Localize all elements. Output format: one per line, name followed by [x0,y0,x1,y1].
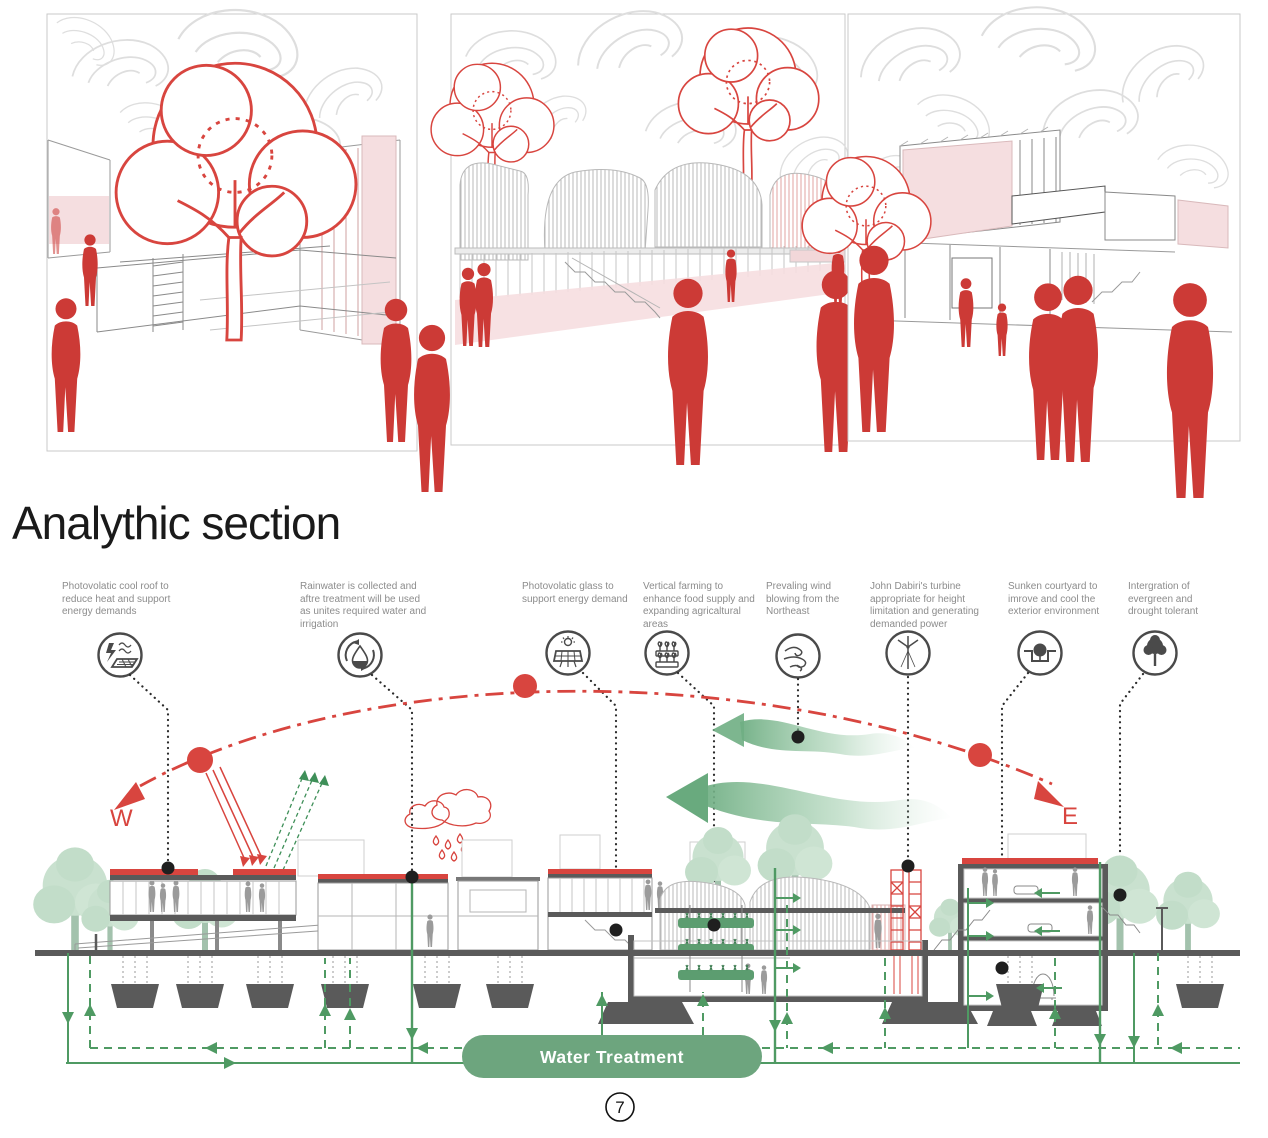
analytic-section-diagram: W E [33,630,1240,1122]
annotation-turbine: John Dabiri's turbine appropriate for he… [870,581,979,630]
pavilion-building [317,874,449,951]
annotation-rainwater: Rainwater is collected and aftre treatme… [300,581,427,630]
annotation-vertical-farming: Vertical farming to enhance food supply … [643,581,755,630]
wind-turbine-icon [885,630,931,676]
solar-roof-icon [97,632,143,678]
annotation-cool-roof: Photovolatic cool roof to reduce heat an… [62,581,171,617]
annotation-wind: Prevaling wind blowing from the Northeas… [766,581,840,617]
solar-panel-icon [545,630,591,676]
pipe-arrows [62,888,1182,1069]
water-treatment-pill: Water Treatment [462,1035,762,1078]
foreground-walker [414,324,450,492]
annotation-evergreen: Intergration of evergreen and drought to… [1128,581,1199,617]
sunken-courtyard-icon [1017,630,1063,676]
sun-marker-east [968,743,992,767]
rendering-strip [46,0,1241,498]
page-number: 7 [615,1098,624,1117]
feature-icons [97,630,1178,679]
wind-icon [775,633,821,679]
page-title: Analythic section [12,497,341,549]
rendering-panel-courtyard [46,0,418,452]
annotation-courtyard: Sunken courtyard to imrove and cool the … [1008,581,1100,617]
vertical-farm-icon [644,630,690,676]
mid-building [547,869,664,951]
sun-path: W E [110,674,1078,832]
anchor-dots [161,730,1127,975]
sunken-pit [598,935,978,1024]
annotation-pv-glass: Photovolatic glass to support energy dem… [522,581,628,605]
woven-section-pavilion [655,876,906,951]
water-recycle-icon [337,632,383,678]
compass-west-label: W [110,805,133,832]
wind-swooshes [666,713,952,830]
left-building [74,869,361,950]
rendering-panel-cantilever [801,0,1241,498]
street-furniture [94,907,1168,950]
cantilever-building [864,126,1233,333]
vertical-farm-stack [678,905,754,992]
water-treatment-label: Water Treatment [540,1047,684,1067]
solar-rays [205,766,329,871]
foundation-piers [111,956,1224,1008]
building-section [33,814,1240,1026]
small-box-building [456,877,540,951]
compass-east-label: E [1062,803,1078,830]
sun-marker-west [187,747,213,773]
panel1-buildings [47,135,401,347]
evergreen-tree-icon [1132,630,1178,676]
sun-marker-noon [513,674,537,698]
rendering-panel-pavilions [430,1,856,465]
ground-line [35,950,1240,956]
page-number-badge: 7 [605,1092,635,1122]
rain-cloud-icon [404,788,492,862]
